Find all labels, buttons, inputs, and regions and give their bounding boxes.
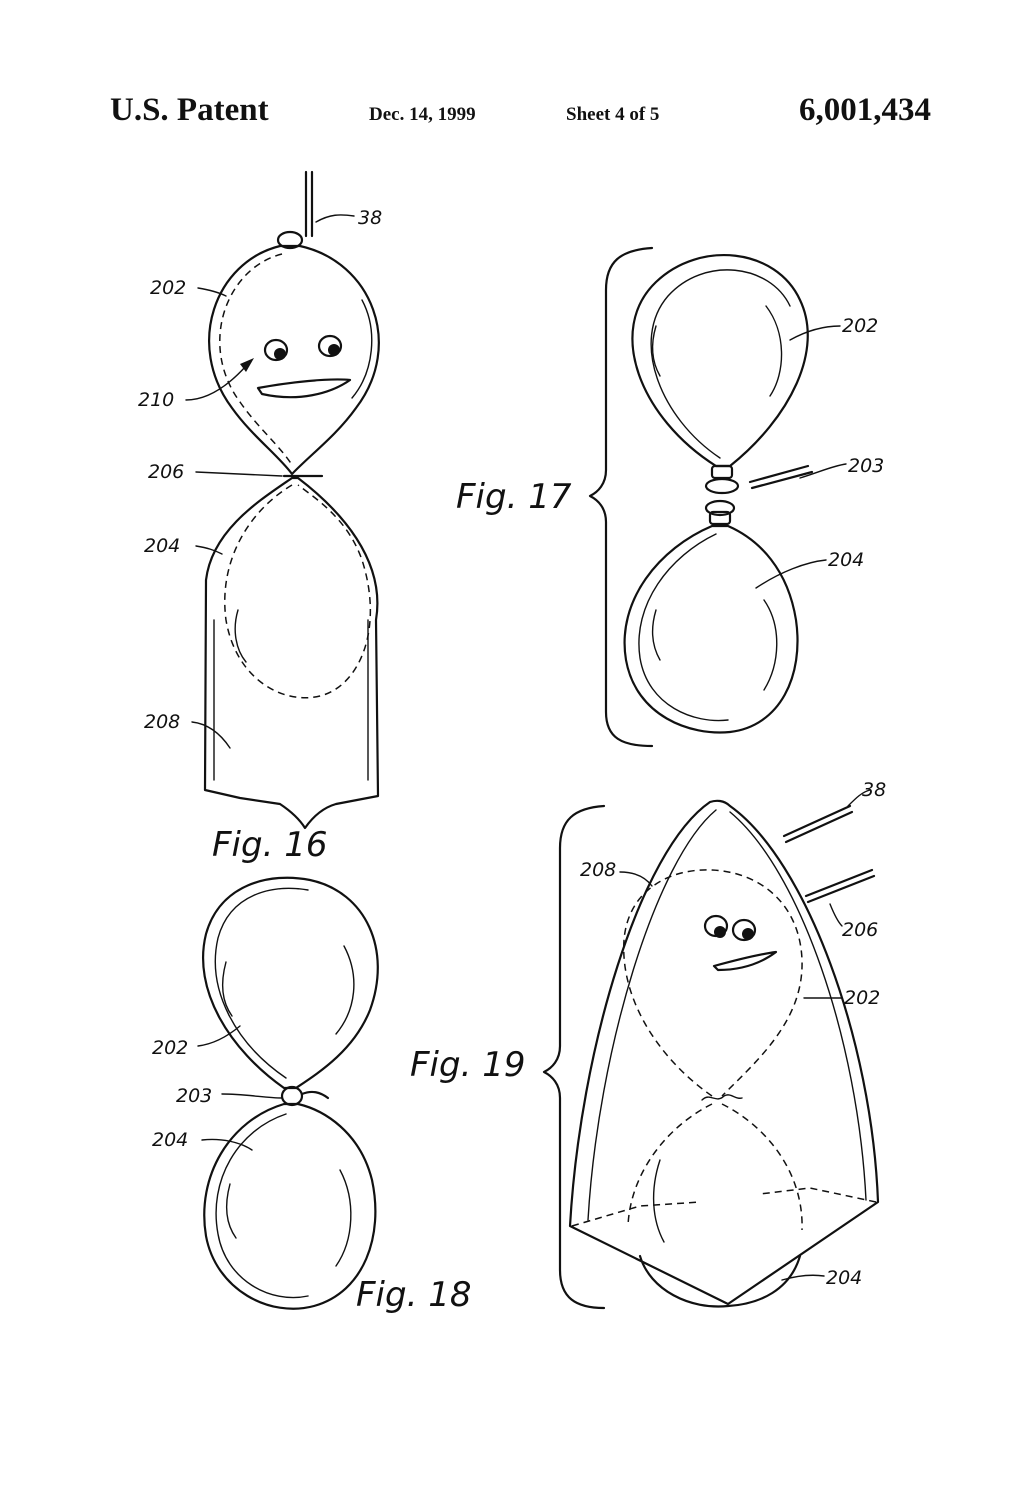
fig19-cover-opening-left [571,1201,701,1227]
fig17-upper-highlight [765,305,783,397]
fig19-string-edge [784,810,854,844]
fig16-label-208: 208 [144,711,180,733]
fig16-leader-204 [195,545,223,555]
fig19-lower-balloon-bottom [638,1254,802,1308]
fig17-label-204: 204 [828,549,864,571]
fig19-label-206: 206 [842,919,878,941]
fig17-upper-inner [650,269,791,459]
fig16-upper-highlight [351,299,373,399]
fig17-label-203: 203 [848,455,884,477]
fig19-face [703,914,778,972]
fig17-leader-203 [799,463,847,479]
fig19-cover [568,799,880,1306]
fig16-caption: Fig. 16 [212,825,327,865]
header-title: U.S. Patent [110,92,269,128]
fig17-upper-lip [704,477,740,495]
fig19-cover-fold-left [587,809,717,1221]
header-date: Dec. 14, 1999 [369,104,476,125]
fig16-label-38: 38 [358,207,382,229]
fig19-lower-balloon-right [721,1103,803,1231]
fig18-lower-highlight [335,1169,352,1267]
fig17-upper-balloon [631,253,809,468]
fig16-knot [276,230,304,250]
fig19-lower-balloon-left [627,1103,713,1227]
fig19-lower-highlight [652,1159,665,1243]
fig17-lower-highlight2 [651,609,661,661]
fig19-leader-206 [829,903,843,927]
fig19-tie [701,1094,743,1101]
fig19-leader-208 [619,871,653,887]
header-patent-number: 6,001,434 [799,92,931,128]
fig18-label-202: 202 [152,1037,188,1059]
fig17-lower-neck [708,510,732,526]
fig19-label-204: 204 [826,1267,862,1289]
fig18-leader-204 [201,1138,253,1151]
fig18-lower-highlight2 [225,1183,237,1239]
fig17-bracket [588,246,654,748]
fig16-lower-highlight [234,609,247,663]
fig16-cover [203,476,380,830]
figure-19: 38 208 206 202 204 Fig. 19 [410,779,886,1310]
fig16-leader-202 [197,287,227,297]
figure-18: 202 203 204 Fig. 18 [152,876,471,1315]
fig19-bracket [542,804,606,1310]
fig16-upper-balloon [208,244,380,476]
fig18-label-204: 204 [152,1129,188,1151]
fig19-label-202: 202 [844,987,880,1009]
fig19-label-38: 38 [862,779,886,801]
fig16-label-206: 206 [148,461,184,483]
figure-16: 38 202 210 206 204 208 Fig. 16 [138,170,382,865]
fig18-upper-inner [214,887,309,1079]
fig16-label-210: 210 [138,389,174,411]
fig17-lower-balloon [623,524,799,734]
fig19-caption: Fig. 19 [410,1045,525,1085]
fig17-tie-edge [750,470,814,490]
figure-17: 202 203 204 Fig. 17 [456,246,884,748]
fig18-upper-highlight [335,945,355,1035]
fig19-cover-fold-right [729,811,867,1201]
fig16-leader-208 [191,721,231,749]
fig19-leader-204 [781,1274,825,1281]
fig17-lower-lip [704,499,736,517]
fig16-upper-inner [219,253,293,466]
fig17-leader-204 [755,559,827,589]
header-sheet: Sheet 4 of 5 [566,104,660,125]
fig17-label-202: 202 [842,315,878,337]
fig18-knot [280,1085,304,1107]
fig18-label-203: 203 [176,1085,212,1107]
fig16-leader-206 [195,471,283,477]
fig18-tie [300,1090,330,1100]
fig18-upper-balloon [201,876,379,1090]
fig16-label-204: 204 [144,535,180,557]
fig17-tie [748,464,810,484]
fig18-caption: Fig. 18 [356,1275,471,1315]
fig19-string [782,804,852,838]
fig19-sep-tie-edge [806,874,876,904]
fig18-leader-203 [221,1093,283,1099]
fig17-leader-202 [789,325,841,341]
fig19-label-208: 208 [580,859,616,881]
fig17-upper-neck [710,464,734,480]
fig18-upper-highlight2 [221,961,233,1017]
fig16-lower-balloon [224,484,372,699]
fig17-lower-inner [638,533,729,722]
fig17-lower-highlight [763,599,778,691]
fig16-face [256,334,352,399]
fig18-lower-inner [215,1113,309,1299]
fig16-arrowhead-210 [240,358,254,372]
fig18-leader-202 [197,1025,241,1047]
fig19-leader-38 [847,789,871,807]
fig16-leader-210 [185,365,247,401]
fig16-label-202: 202 [150,277,186,299]
fig17-upper-highlight2 [651,325,661,377]
fig16-leader-38 [315,214,355,223]
fig19-cover-opening-right [759,1187,877,1203]
fig18-lower-balloon [203,1102,377,1310]
fig19-sep-tie [804,868,874,898]
fig17-caption: Fig. 17 [456,477,572,517]
fig19-upper-balloon [623,869,803,1097]
